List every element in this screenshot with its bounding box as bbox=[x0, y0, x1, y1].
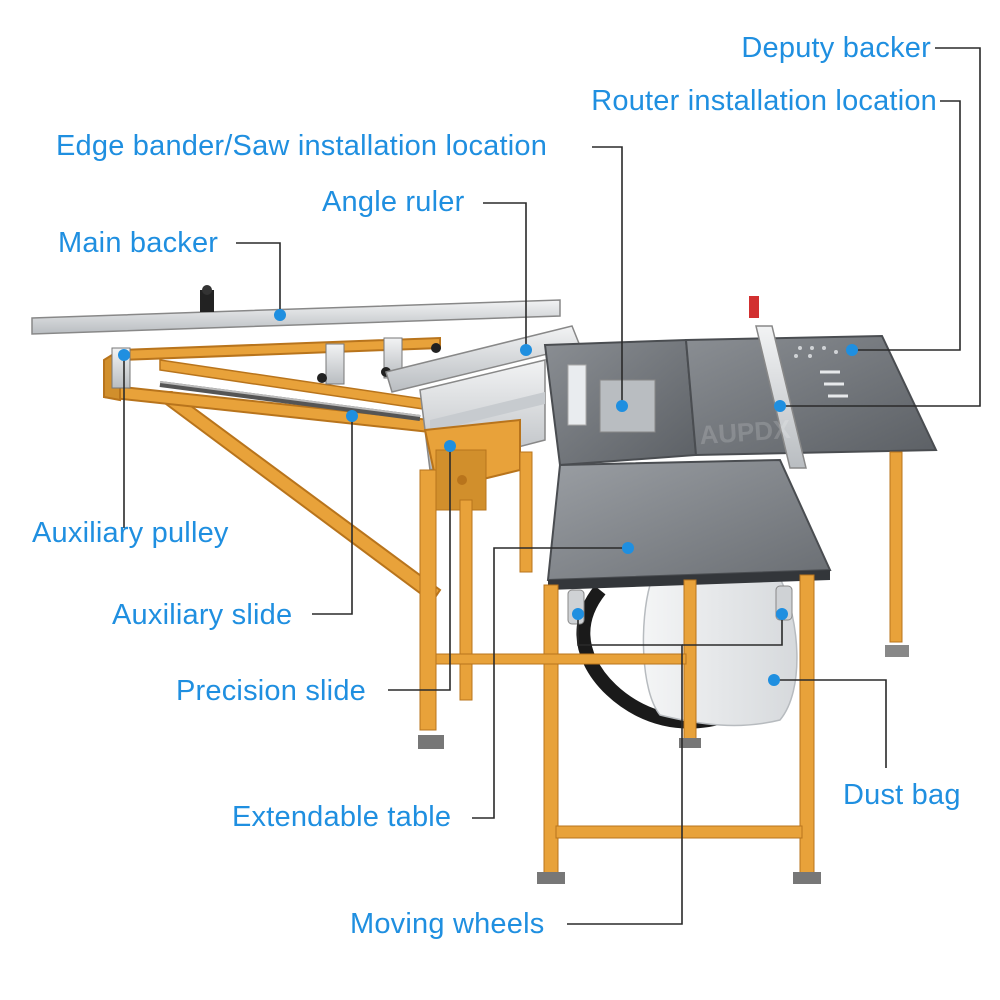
label-main-backer: Main backer bbox=[58, 227, 219, 259]
leader-lines bbox=[123, 47, 981, 925]
dot-auxiliary-slide bbox=[346, 410, 358, 422]
ext-crossbar bbox=[555, 825, 803, 839]
saw-leg-left bbox=[419, 469, 437, 731]
dust-bag-shape bbox=[642, 577, 798, 727]
dot-edge-bander bbox=[616, 400, 628, 412]
label-extendable-table: Extendable table bbox=[232, 801, 452, 833]
callout-dots bbox=[118, 309, 858, 686]
extendable-table-top bbox=[546, 458, 832, 582]
machine-frame bbox=[31, 285, 938, 884]
label-dust-bag: Dust bag bbox=[843, 779, 961, 811]
label-deputy-backer: Deputy backer bbox=[741, 32, 931, 64]
leader-dust-bag bbox=[774, 679, 887, 768]
watermark-text: AUPDX bbox=[698, 414, 792, 450]
label-moving-wheels: Moving wheels bbox=[350, 908, 545, 940]
label-precision-slide: Precision slide bbox=[176, 675, 366, 707]
dot-angle-ruler bbox=[520, 344, 532, 356]
dot-moving-wheel-left bbox=[572, 608, 584, 620]
router-table-top bbox=[684, 334, 938, 457]
saw-blade-guard bbox=[567, 364, 587, 426]
dot-dust-bag bbox=[768, 674, 780, 686]
leader-extendable-table bbox=[472, 547, 628, 819]
label-router-location: Router installation location bbox=[591, 85, 937, 117]
leader-angle-ruler bbox=[483, 202, 527, 350]
leader-router-location bbox=[853, 100, 961, 351]
dot-main-backer bbox=[274, 309, 286, 321]
label-edge-bander: Edge bander/Saw installation location bbox=[56, 130, 548, 162]
dot-extendable-table bbox=[622, 542, 634, 554]
main-backer-bar bbox=[31, 299, 561, 335]
dot-auxiliary-pulley bbox=[118, 349, 130, 361]
leader-edge-bander bbox=[592, 146, 623, 405]
leader-precision-slide bbox=[388, 446, 451, 691]
label-auxiliary-slide: Auxiliary slide bbox=[112, 599, 293, 631]
dot-moving-wheel-right bbox=[776, 608, 788, 620]
pulley-block-2 bbox=[325, 343, 345, 385]
dot-deputy-backer bbox=[774, 400, 786, 412]
leader-deputy-backer bbox=[783, 47, 981, 407]
saw-leg-right bbox=[459, 499, 473, 701]
label-angle-ruler: Angle ruler bbox=[322, 186, 465, 218]
label-auxiliary-pulley: Auxiliary pulley bbox=[32, 517, 229, 549]
frame-rod bbox=[159, 381, 421, 421]
leader-main-backer bbox=[236, 242, 281, 315]
dot-precision-slide bbox=[444, 440, 456, 452]
leader-auxiliary-slide bbox=[312, 416, 353, 615]
leader-moving-wheels-right bbox=[682, 614, 783, 646]
deputy-backer-bar bbox=[755, 325, 807, 469]
dot-router-location bbox=[846, 344, 858, 356]
router-leg bbox=[889, 451, 903, 643]
